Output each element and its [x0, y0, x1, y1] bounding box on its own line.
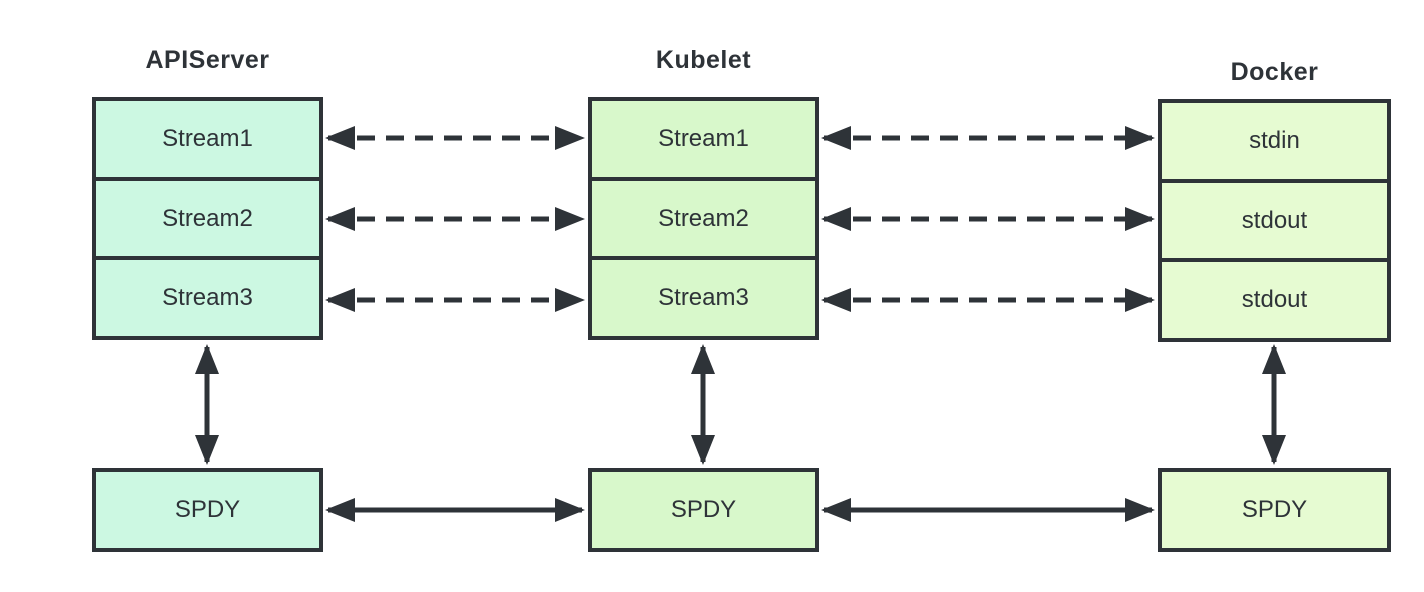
kubelet-stream-stack: Stream1 Stream2 Stream3: [588, 97, 819, 340]
apiserver-spdy-box: SPDY: [92, 468, 323, 552]
column-title-kubelet: Kubelet: [655, 46, 752, 74]
kubelet-spdy-box: SPDY: [588, 468, 819, 552]
column-title-docker: Docker: [1230, 58, 1319, 86]
kubelet-stream2-box: Stream2: [592, 176, 815, 257]
column-title-apiserver: APIServer: [145, 46, 270, 74]
docker-stdin-box: stdin: [1249, 126, 1300, 154]
apiserver-stream1-box: Stream1: [162, 124, 253, 152]
docker-stdout2-box: stdout: [1162, 258, 1387, 338]
apiserver-stream-stack: Stream1 Stream2 Stream3: [92, 97, 323, 340]
kubelet-stream1-box: Stream1: [658, 124, 749, 152]
kubelet-stream3-box: Stream3: [592, 256, 815, 336]
docker-spdy-box: SPDY: [1158, 468, 1391, 552]
apiserver-stream3-box: Stream3: [96, 256, 319, 336]
docker-stream-stack: stdin stdout stdout: [1158, 99, 1391, 342]
apiserver-stream2-box: Stream2: [96, 176, 319, 257]
docker-stdout1-box: stdout: [1162, 178, 1387, 259]
